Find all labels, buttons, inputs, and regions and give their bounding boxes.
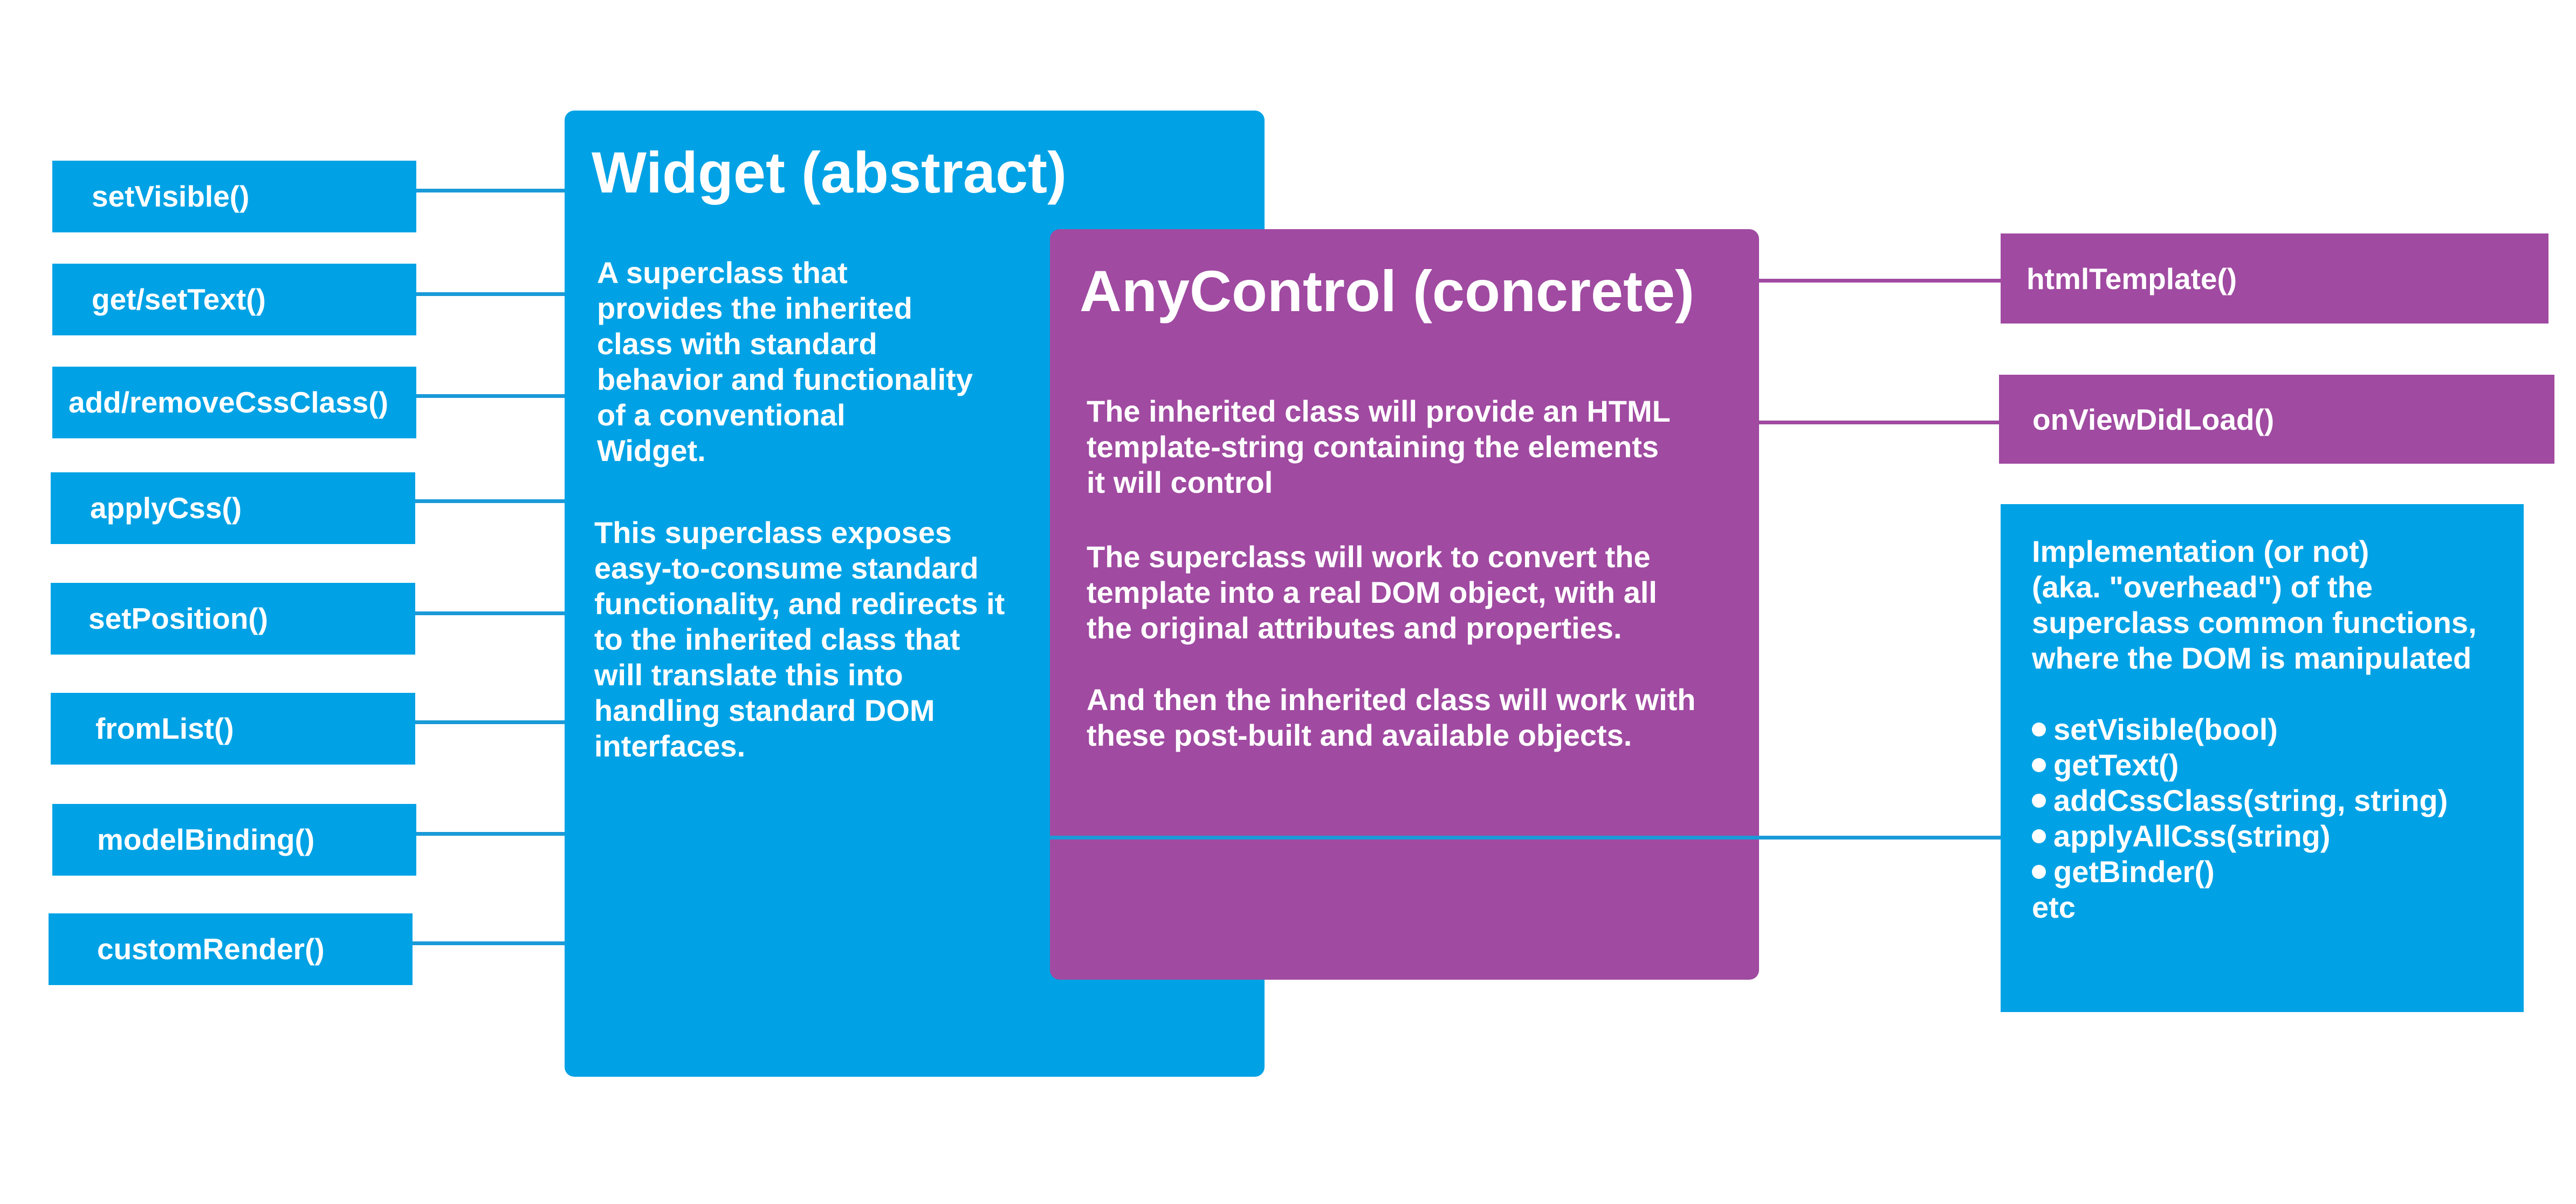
function-name: applyAllCss(string) [2053,819,2331,853]
bullet-icon [2032,865,2046,879]
function-name: getText() [2053,748,2179,782]
method-model-binding: modelBinding() [52,804,416,876]
function-name: setVisible(bool) [2053,712,2278,746]
anycontrol-class-box: AnyControl (concrete) The inherited clas… [1050,229,1759,980]
method-custom-render: customRender() [49,913,413,985]
method-get-set-text: get/setText() [52,264,416,335]
list-item: getText() [2032,747,2448,783]
connector-line [1759,421,1999,424]
connector-line [413,941,567,945]
connector-line [1759,279,2002,283]
implementation-function-list: setVisible(bool) getText() addCssClass(s… [2032,712,2448,890]
anycontrol-template-description: The inherited class will provide an HTML… [1087,394,1671,499]
method-label: modelBinding() [97,823,315,856]
bullet-icon [2032,758,2046,773]
widget-description: A superclass that provides the inherited… [597,256,973,467]
method-on-view-did-load: onViewDidLoad() [1999,375,2554,464]
connector-line [415,720,567,724]
method-label: add/removeCssClass() [68,386,389,419]
list-item: setVisible(bool) [2032,712,2448,747]
connector-line [415,611,567,615]
widget-superclass-description: This superclass exposes easy-to-consume … [594,515,1005,763]
method-label: htmlTemplate() [2027,262,2237,295]
list-item: getBinder() [2032,854,2448,890]
method-label: onViewDidLoad() [2032,402,2275,436]
anycontrol-post-built-description: And then the inherited class will work w… [1087,683,1696,752]
method-label: applyCss() [90,491,242,525]
list-item: applyAllCss(string) [2032,818,2448,854]
method-label: fromList() [95,712,234,745]
implementation-etc: etc [2032,890,2076,924]
connector-line [1050,836,2002,840]
implementation-intro: Implementation (or not) (aka. "overhead"… [2032,534,2477,675]
method-label: setPosition() [88,602,269,635]
method-label: customRender() [97,932,325,966]
list-item: addCssClass(string, string) [2032,783,2448,818]
function-name: getBinder() [2053,855,2215,889]
connector-line [415,499,567,503]
function-name: addCssClass(string, string) [2053,783,2448,817]
implementation-box: Implementation (or not) (aka. "overhead"… [2001,504,2524,1012]
method-label: setVisible() [92,180,250,213]
bullet-icon [2032,829,2046,844]
method-set-position: setPosition() [51,583,415,655]
method-apply-css: applyCss() [51,472,415,544]
anycontrol-title: AnyControl (concrete) [1080,258,1695,324]
method-html-template: htmlTemplate() [2001,233,2548,324]
method-label: get/setText() [92,283,266,316]
connector-line [416,292,567,296]
connector-line [416,394,567,398]
anycontrol-dom-conversion-description: The superclass will work to convert the … [1087,540,1657,645]
method-set-visible: setVisible() [52,161,416,232]
bullet-icon [2032,723,2046,737]
widget-title: Widget (abstract) [592,140,1067,205]
connector-line [416,189,567,192]
method-from-list: fromList() [51,693,415,765]
bullet-icon [2032,794,2046,808]
method-add-remove-css-class: add/removeCssClass() [52,367,416,438]
connector-line [416,832,567,836]
